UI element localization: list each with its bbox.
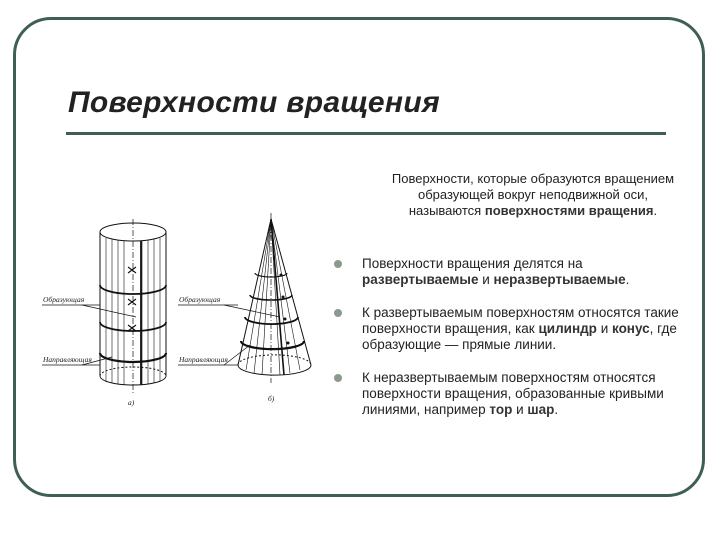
figure-drawing: Образующая Направляющая Образующая Напра… — [42, 213, 312, 407]
cone-generatrix-label: Образующая — [179, 295, 221, 304]
cylinder-directrix-label: Направляющая — [42, 355, 92, 364]
bullet-dot — [334, 309, 342, 317]
cone-directrix-label: Направляющая — [178, 355, 228, 364]
cylinder-caption: а) — [128, 398, 135, 407]
bullet-item: К неразвертываемым поверхностям относятс… — [330, 370, 700, 418]
intro-end: . — [653, 203, 658, 218]
rotation-surfaces-figure: Образующая Направляющая Образующая Напра… — [28, 205, 328, 415]
cylinder-generatrix-label: Образующая — [43, 295, 85, 304]
cone-drawing — [178, 213, 312, 383]
bullet-dot — [334, 260, 342, 268]
slide-frame — [13, 17, 705, 497]
title-underline — [66, 132, 666, 135]
slide-title: Поверхности вращения — [68, 86, 440, 119]
bullet-item: К развертываемым поверхностям относятся … — [330, 305, 700, 353]
intro-paragraph: Поверхности, которые образуются вращение… — [388, 171, 678, 219]
bullet-dot — [334, 374, 342, 382]
bullet-list: Поверхности вращения делятся на разверты… — [330, 256, 700, 418]
intro-highlight: поверхностями вращения — [484, 203, 654, 218]
bullet-item: Поверхности вращения делятся на разверты… — [330, 256, 700, 288]
cone-caption: б) — [268, 394, 275, 403]
cylinder-drawing — [42, 219, 168, 393]
intro-text: Поверхности, которые образуются вращение… — [391, 171, 675, 218]
